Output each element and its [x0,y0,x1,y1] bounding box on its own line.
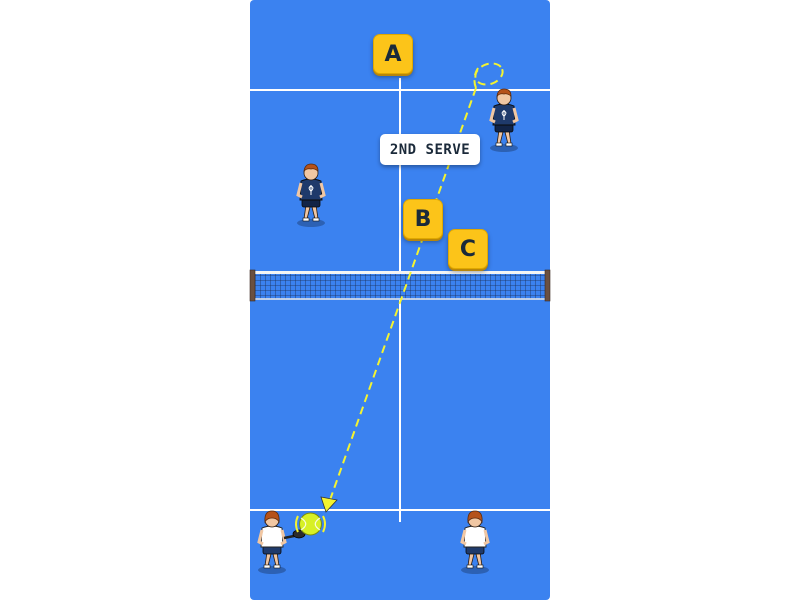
target-b-button[interactable]: B [403,199,443,239]
serve-label: 2ND SERVE [380,134,480,165]
far-left-player [295,162,327,229]
far-right-player [488,87,520,154]
racket-icon [283,529,306,540]
near-left-player [256,509,306,576]
tennis-ball-icon [295,512,326,536]
trajectory-arrowhead [320,496,338,513]
target-c-button[interactable]: C [448,229,488,269]
target-a-button[interactable]: A [373,34,413,74]
tennis-net [249,269,551,302]
near-right-player [459,509,491,576]
